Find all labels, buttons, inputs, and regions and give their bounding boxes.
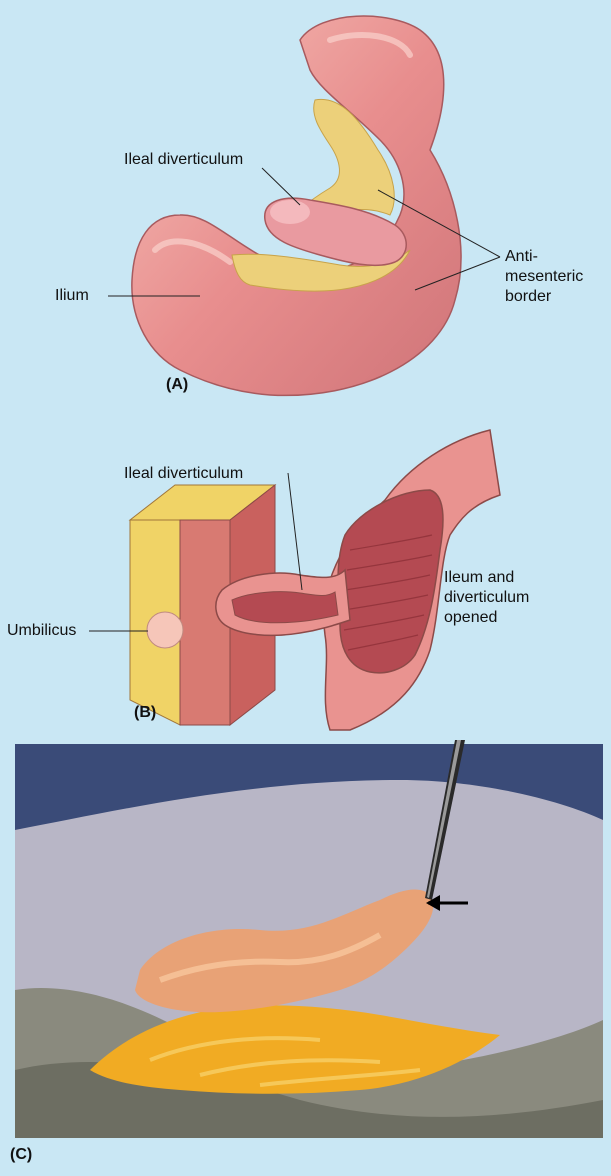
umbilicus [147,612,183,648]
panel-a: Ileal diverticulum Ilium Anti- mesenteri… [0,0,611,410]
label-ileal-diverticulum-a: Ileal diverticulum [124,150,243,170]
panel-letter-a: (A) [166,376,188,394]
surgical-photo [0,740,611,1176]
panel-letter-b: (B) [134,704,156,722]
panel-c: (C) [0,740,611,1176]
label-umbilicus: Umbilicus [7,621,76,641]
label-ileal-diverticulum-b: Ileal diverticulum [124,464,243,484]
panel-letter-c: (C) [10,1146,32,1164]
panel-b: Ileal diverticulum Umbilicus Ileum and d… [0,410,611,740]
label-ilium: Ilium [55,286,89,306]
ileum-illustration [0,0,611,410]
label-ileum-diverticulum-opened: Ileum and diverticulum opened [444,568,529,628]
label-antimesenteric-border: Anti- mesenteric border [505,247,583,307]
